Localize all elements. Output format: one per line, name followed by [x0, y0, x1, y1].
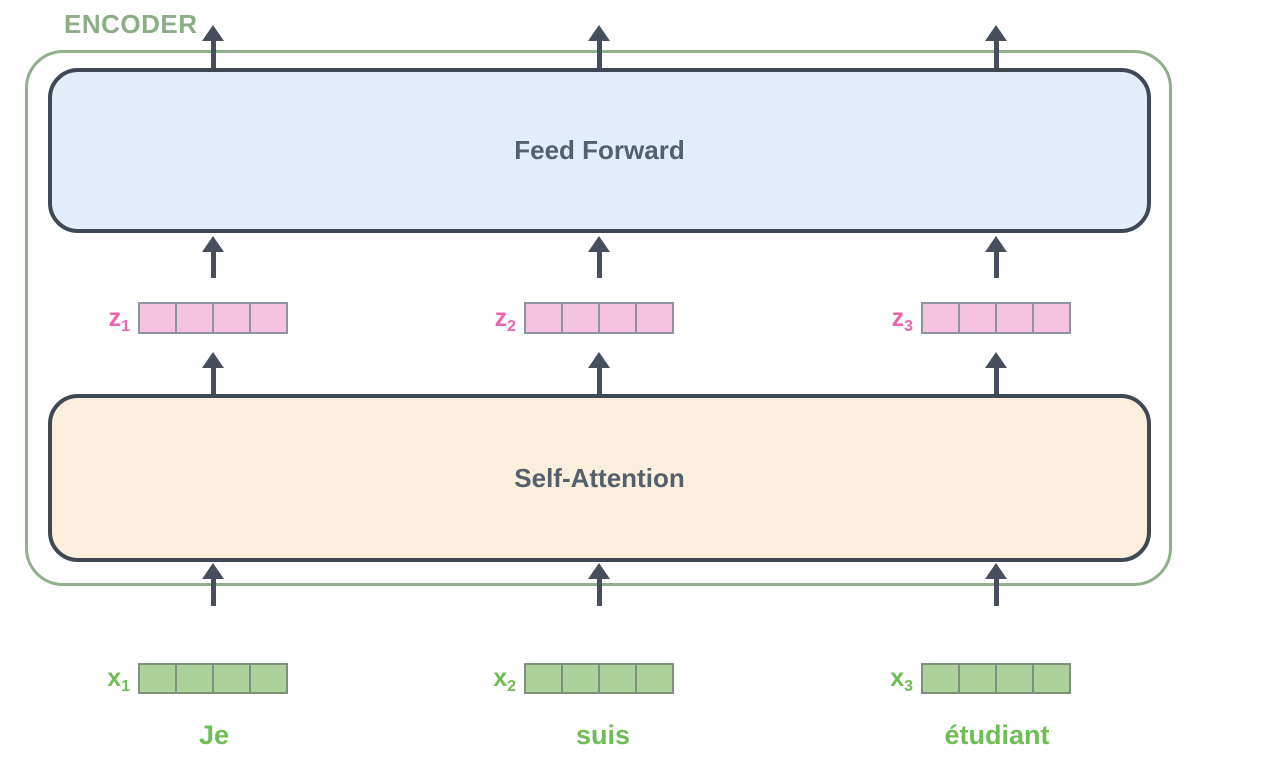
arrow-up-icon — [985, 352, 1007, 368]
x3-vector-group: x3 — [866, 663, 1071, 695]
x1-vector-group: x1 — [83, 663, 288, 695]
z2-label: z2 — [494, 303, 516, 335]
arrow-up-icon — [985, 563, 1007, 579]
arrow-up-icon — [202, 352, 224, 368]
vector-cell — [175, 665, 212, 692]
input-word: suis — [575, 720, 631, 750]
vector-cell — [175, 304, 212, 332]
arrow-z-to-feed-forward — [984, 236, 1008, 278]
arrow-z-to-feed-forward — [587, 236, 611, 278]
x1-label: x1 — [107, 664, 130, 695]
vector-cell — [958, 304, 995, 332]
z-vector — [921, 302, 1071, 334]
arrow-encoder-output — [587, 25, 611, 68]
vector-cell — [140, 304, 175, 332]
arrow-x-to-encoder — [201, 563, 225, 606]
arrow-self-attention-to-z — [587, 352, 611, 394]
z1-vector-group: z1 — [83, 302, 288, 334]
z3-label: z3 — [891, 303, 913, 335]
vector-cell — [561, 304, 598, 332]
arrow-up-icon — [202, 563, 224, 579]
arrow-up-icon — [202, 25, 224, 41]
feed-forward-block: Feed Forward — [48, 68, 1151, 233]
arrow-z-to-feed-forward — [201, 236, 225, 278]
vector-cell — [526, 665, 561, 692]
vector-cell — [635, 304, 672, 332]
z-vector — [138, 302, 288, 334]
x2-vector-group: x2 — [469, 663, 674, 695]
z3-vector-group: z3 — [866, 302, 1071, 334]
arrow-encoder-output — [984, 25, 1008, 68]
vector-cell — [635, 665, 672, 692]
input-word: étudiant — [944, 720, 1050, 750]
vector-cell — [561, 665, 598, 692]
vector-cell — [526, 304, 561, 332]
vector-cell — [1032, 304, 1069, 332]
arrow-x-to-encoder — [587, 563, 611, 606]
z2-vector-group: z2 — [469, 302, 674, 334]
vector-cell — [249, 304, 286, 332]
arrow-up-icon — [588, 236, 610, 252]
vector-cell — [1032, 665, 1069, 692]
vector-cell — [598, 665, 635, 692]
vector-cell — [212, 665, 249, 692]
x-vector — [921, 663, 1071, 694]
vector-cell — [923, 665, 958, 692]
arrow-up-icon — [985, 25, 1007, 41]
encoder-title: ENCODER — [64, 9, 198, 39]
vector-cell — [212, 304, 249, 332]
arrow-up-icon — [985, 236, 1007, 252]
arrow-up-icon — [588, 25, 610, 41]
vector-cell — [249, 665, 286, 692]
x-vector — [524, 663, 674, 694]
self-attention-block: Self-Attention — [48, 394, 1151, 562]
x2-label: x2 — [493, 664, 516, 695]
arrow-self-attention-to-z — [201, 352, 225, 394]
vector-cell — [995, 665, 1032, 692]
vector-cell — [923, 304, 958, 332]
arrow-up-icon — [588, 563, 610, 579]
x-vector — [138, 663, 288, 694]
arrow-x-to-encoder — [984, 563, 1008, 606]
vector-cell — [958, 665, 995, 692]
x3-label: x3 — [890, 664, 913, 695]
z-vector — [524, 302, 674, 334]
arrow-encoder-output — [201, 25, 225, 68]
vector-cell — [598, 304, 635, 332]
feed-forward-label: Feed Forward — [514, 135, 685, 165]
self-attention-label: Self-Attention — [514, 462, 685, 493]
arrow-up-icon — [588, 352, 610, 368]
vector-cell — [995, 304, 1032, 332]
arrow-up-icon — [202, 236, 224, 252]
arrow-self-attention-to-z — [984, 352, 1008, 394]
input-word: Je — [198, 720, 230, 750]
z1-label: z1 — [108, 303, 130, 335]
vector-cell — [140, 665, 175, 692]
